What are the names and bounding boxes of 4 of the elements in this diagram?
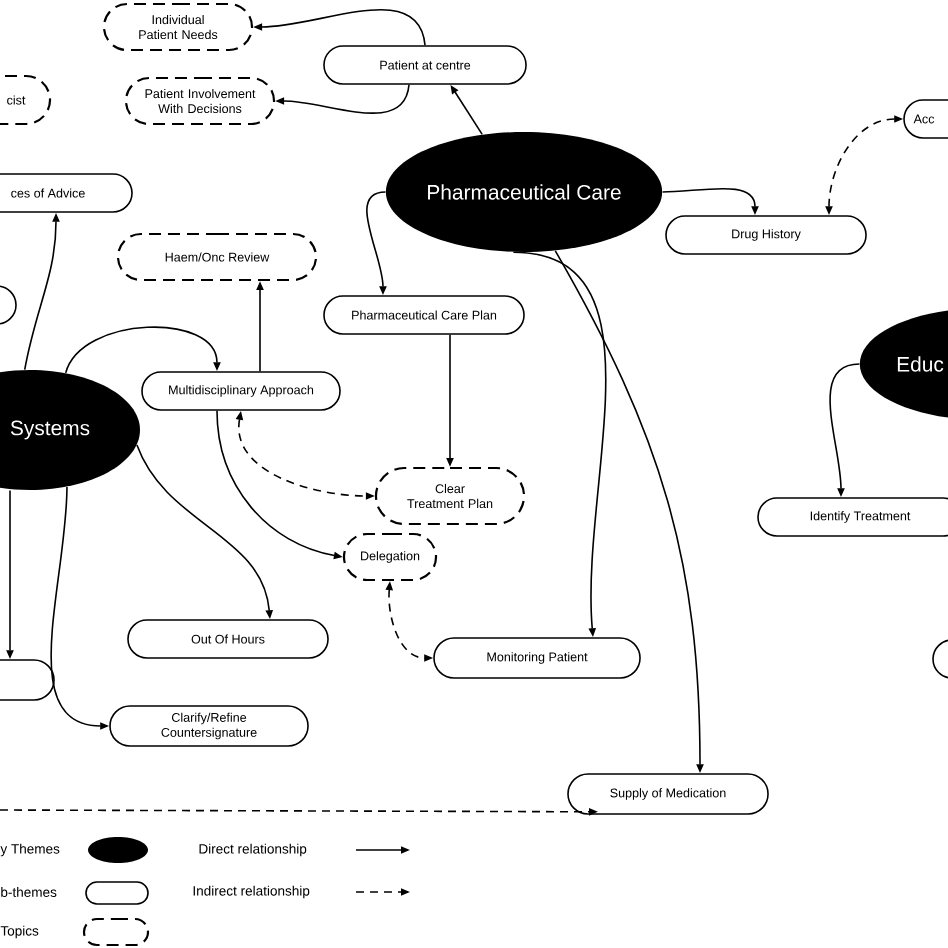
subtheme-box	[0, 659, 55, 701]
subtheme-box	[932, 639, 948, 679]
arrow	[64, 326, 221, 374]
subtheme-box	[0, 285, 17, 325]
